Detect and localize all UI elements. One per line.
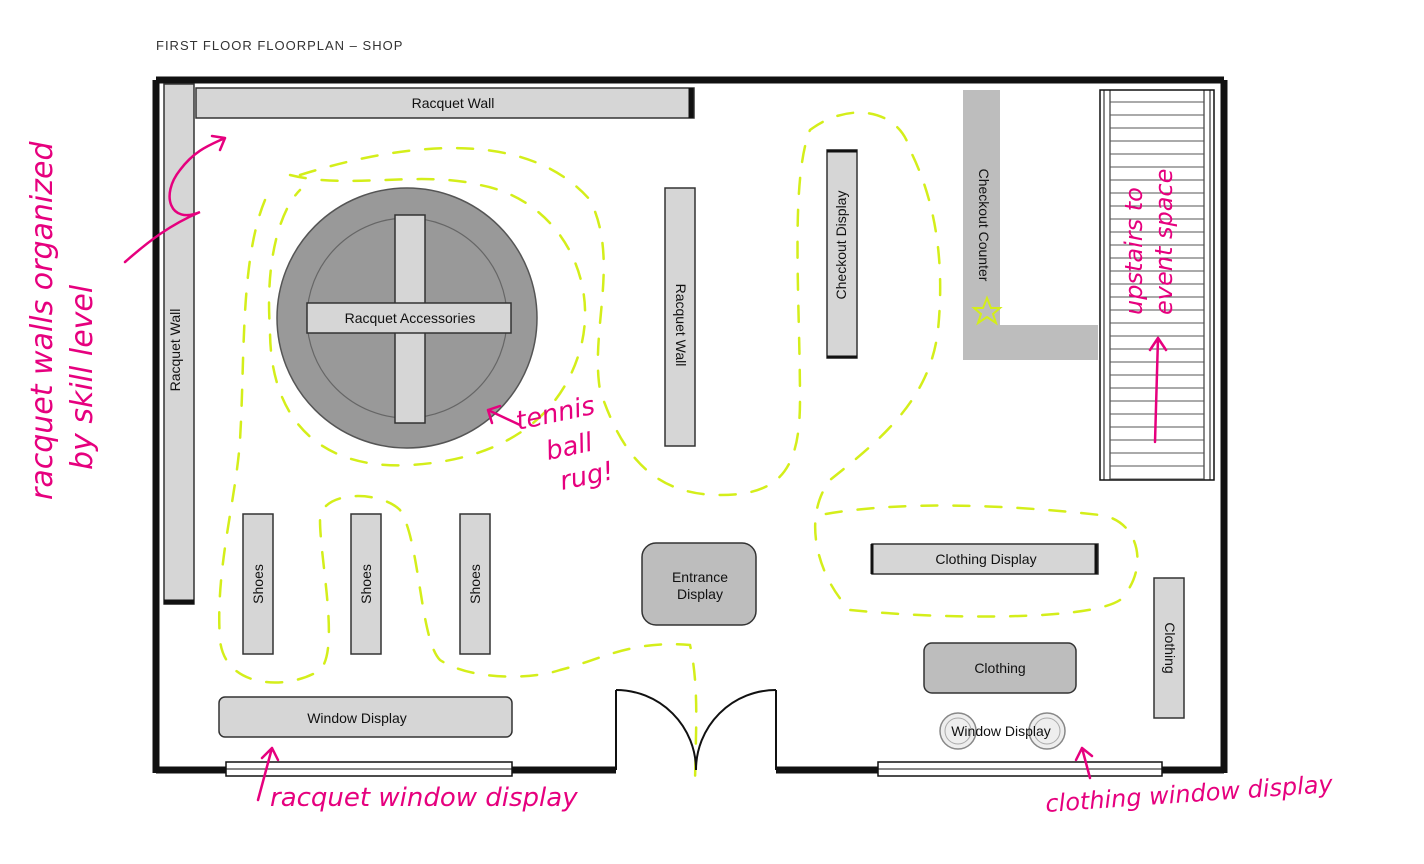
checkout-display: Checkout Display: [826, 149, 858, 359]
annotation-upstairs-1: upstairs to: [1120, 187, 1148, 315]
walkway-path-main: [298, 111, 1139, 618]
racquet-wall-center-label: Racquet Wall: [673, 284, 689, 367]
staircase: [1099, 89, 1215, 481]
shoes-display-3: Shoes: [459, 513, 491, 655]
window-display-right-label: Window Display: [951, 723, 1051, 739]
star-icon: [971, 295, 1003, 326]
arrow-racquet-window: [256, 746, 280, 802]
arrow-clothing-window: [1074, 746, 1094, 780]
clothing-display: Clothing Display: [870, 543, 1099, 575]
walkway-path-rug: [267, 173, 587, 467]
checkout-counter-label: Checkout Counter: [976, 169, 992, 282]
racquet-wall-left: Racquet Wall: [163, 83, 195, 605]
annotation-clothing-window: clothing window display: [1044, 770, 1334, 818]
window-left: [225, 761, 513, 777]
window-right: [877, 761, 1163, 777]
entrance-display-label-1: Entrance: [672, 569, 728, 585]
tennis-ball-rug: Racquet Accessories: [276, 187, 538, 449]
window-display-left: Window Display: [218, 696, 513, 738]
walkway-paths: [218, 111, 1139, 792]
shoes-3-label: Shoes: [467, 564, 483, 604]
shoes-2-label: Shoes: [358, 564, 374, 604]
racquet-accessories-label: Racquet Accessories: [345, 310, 476, 326]
walkway-path-left: [218, 198, 698, 792]
annotation-racquet-walls-2: by skill level: [65, 284, 100, 470]
outer-walls: [152, 76, 1228, 774]
racquet-wall-center: Racquet Wall: [664, 187, 696, 447]
clothing-side-label: Clothing: [1162, 622, 1178, 673]
racquet-wall-top-label: Racquet Wall: [412, 95, 495, 111]
arrow-upstairs: [1148, 336, 1168, 444]
plan-title: FIRST FLOOR FLOORPLAN – SHOP: [156, 38, 404, 53]
window-display-left-label: Window Display: [307, 710, 407, 726]
clothing-display-label: Clothing Display: [935, 551, 1036, 567]
entrance-display: Entrance Display: [641, 542, 757, 626]
checkout-counter: Checkout Counter: [963, 90, 1098, 360]
entrance-display-label-2: Display: [677, 586, 723, 602]
shoes-display-2: Shoes: [350, 513, 382, 655]
arrow-racquet-walls: [123, 134, 227, 264]
clothing-center: Clothing: [923, 642, 1077, 694]
racquet-wall-top: Racquet Wall: [195, 87, 695, 119]
arrow-tennis: [486, 404, 522, 427]
annotation-racquet-window: racquet window display: [270, 783, 578, 813]
clothing-side: Clothing: [1153, 577, 1185, 719]
checkout-display-label: Checkout Display: [833, 191, 849, 300]
annotation-racquet-walls-1: racquet walls organized: [25, 141, 60, 500]
racquet-wall-left-label: Racquet Wall: [167, 309, 183, 392]
clothing-center-label: Clothing: [974, 660, 1025, 676]
shoes-1-label: Shoes: [250, 564, 266, 604]
shoes-display-1: Shoes: [242, 513, 274, 655]
window-display-right: Window Display: [939, 712, 1066, 750]
annotation-upstairs-2: event space: [1150, 169, 1178, 315]
entrance-doors: [615, 689, 777, 771]
